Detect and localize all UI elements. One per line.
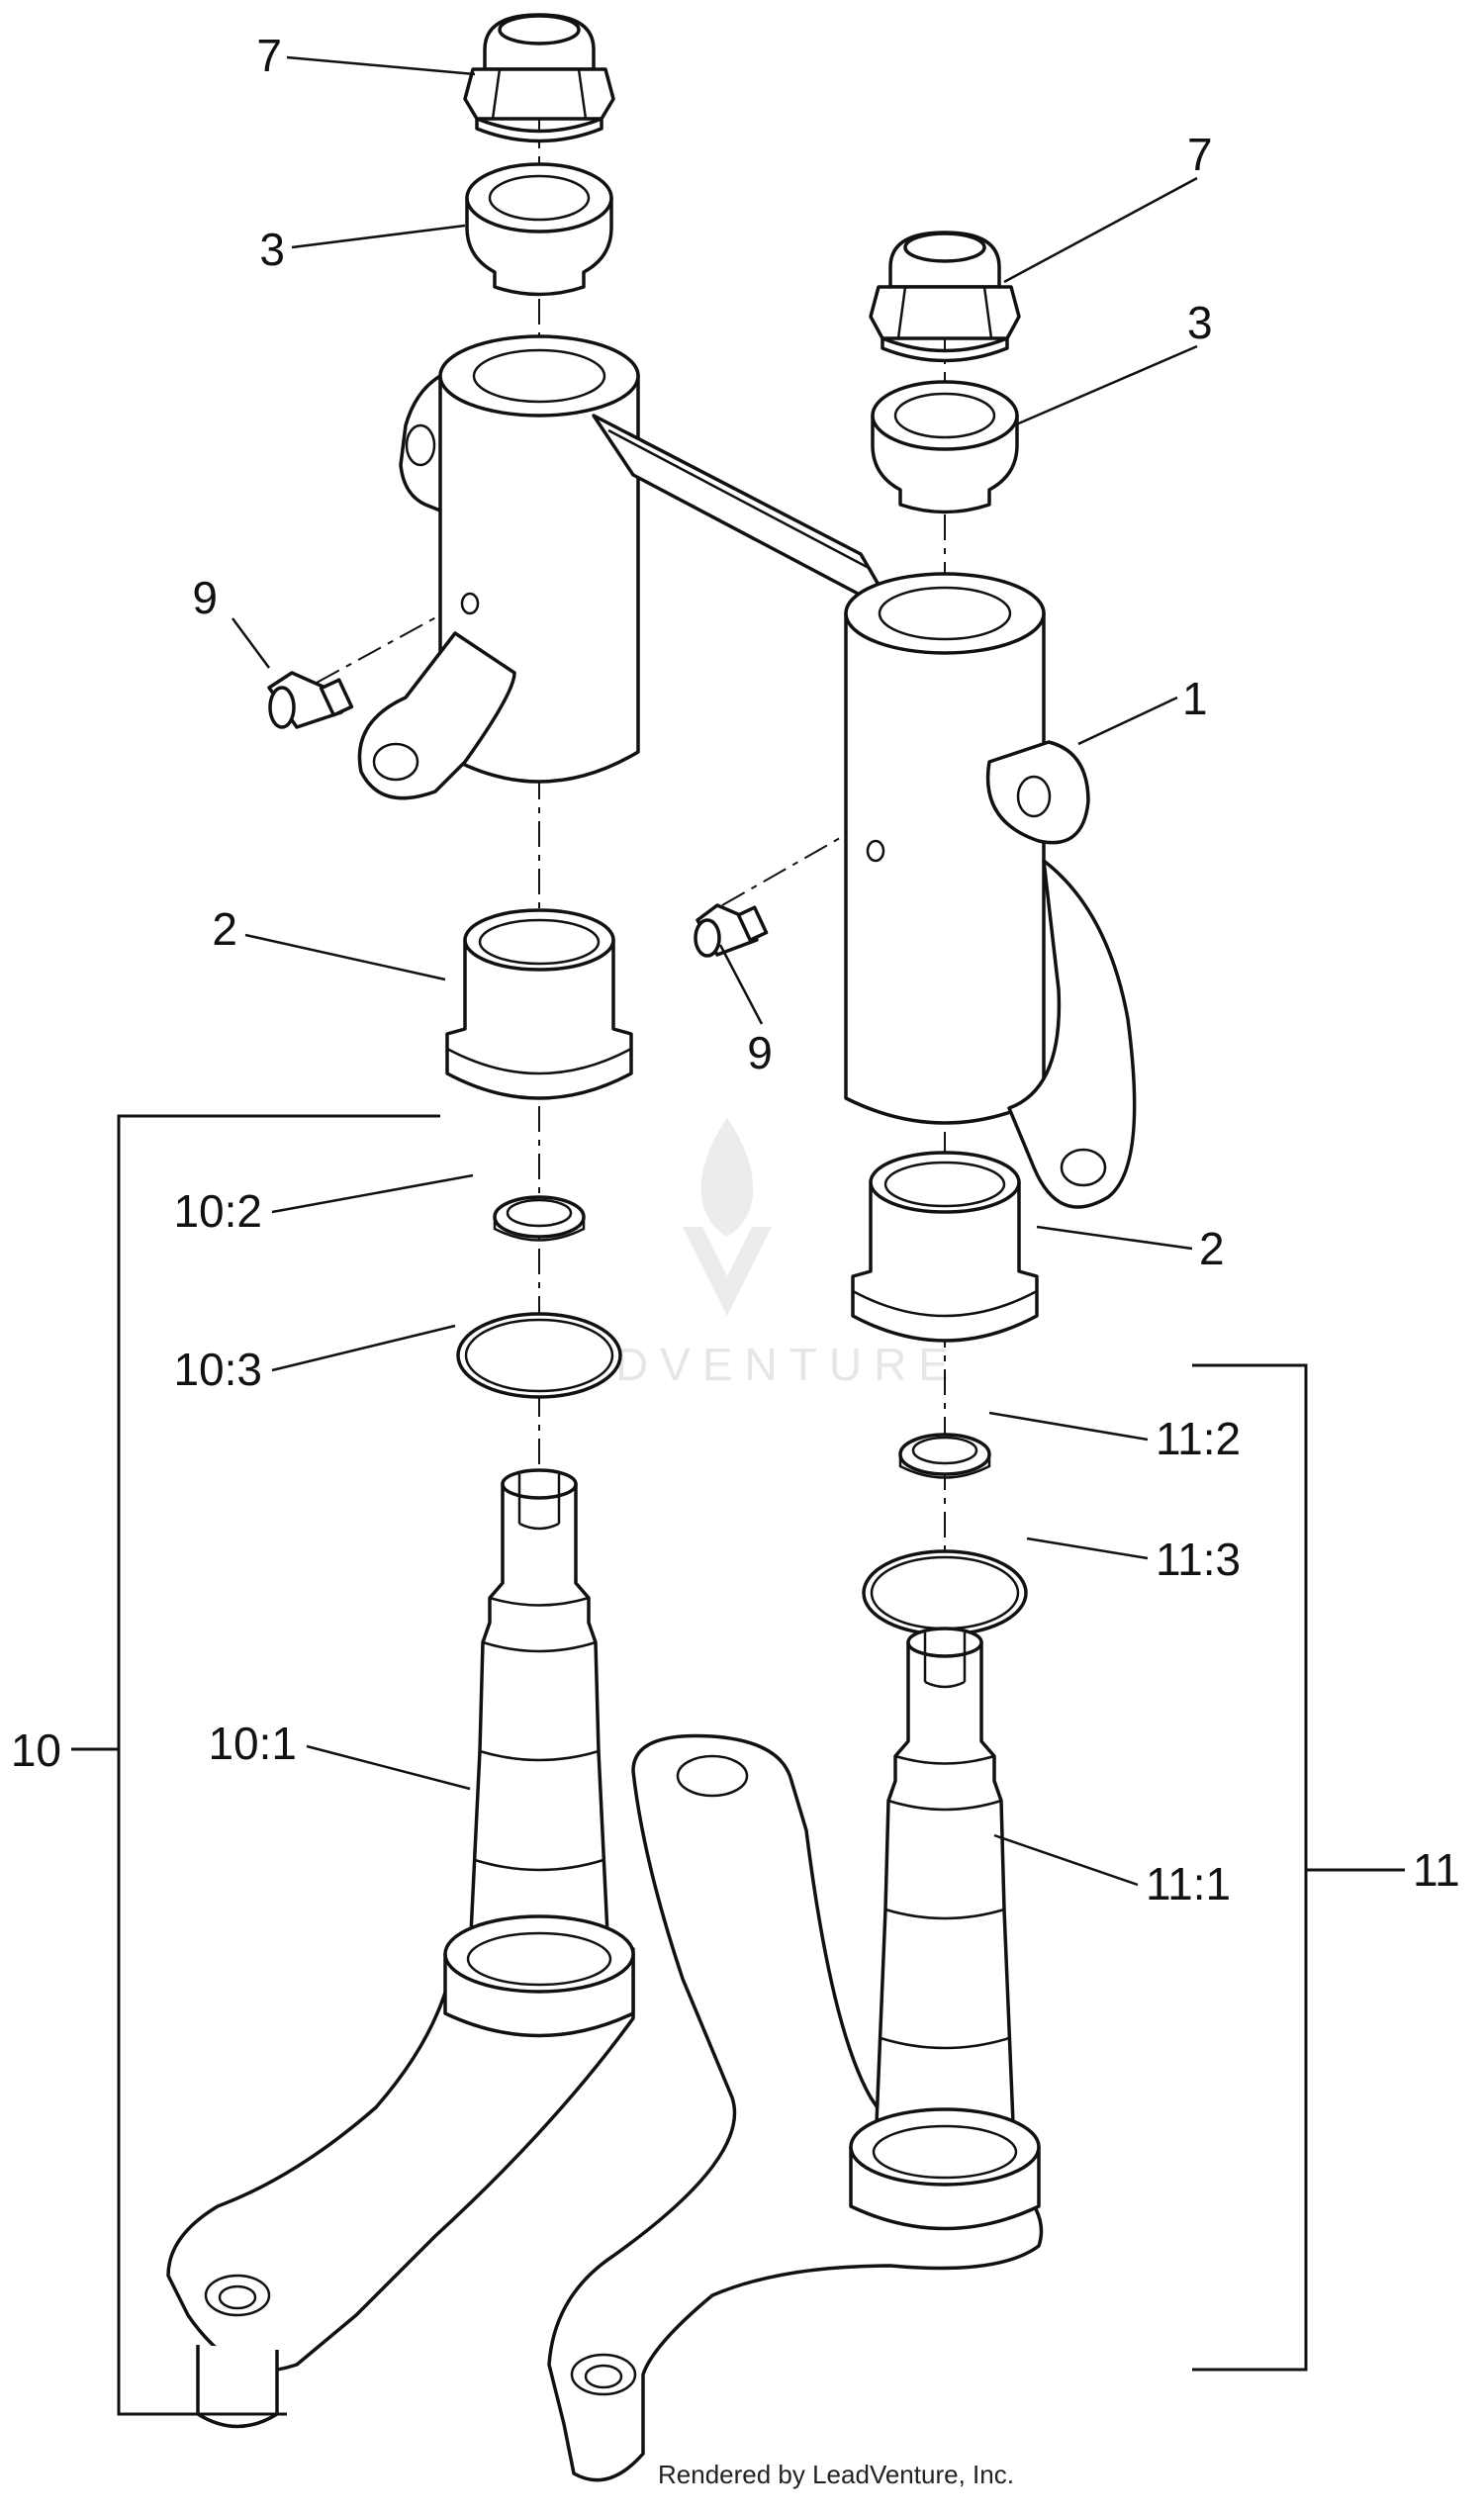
part-7-left-lock-nut [463,13,615,143]
callout-2-left: 2 [212,903,237,955]
callout-11: 11 [1413,1844,1460,1896]
callout-1: 1 [1182,673,1208,724]
callout-11-2: 11:2 [1156,1413,1241,1464]
render-credit: Rendered by LeadVenture, Inc. [658,2460,1014,2489]
callout-7-right: 7 [1187,129,1213,180]
part-11-2-seal [898,1433,991,1479]
callout-3-right: 3 [1187,297,1213,348]
callout-11-1: 11:1 [1146,1858,1231,1910]
callout-2-right: 2 [1199,1223,1225,1274]
part-9-left-grease-fitting [267,671,354,729]
part-2-right-bushing [851,1151,1039,1343]
callout-10-2: 10:2 [173,1185,262,1237]
part-10-1-spindle [166,1468,635,2429]
part-2-left-bushing [445,908,633,1100]
callout-10: 10 [11,1724,61,1776]
callout-9-right: 9 [747,1027,773,1078]
callout-10-3: 10:3 [173,1344,262,1395]
centerline-fitting-left [316,601,466,684]
callout-10-1: 10:1 [208,1718,297,1769]
leader-lines [231,55,1198,1887]
callout-7-left: 7 [256,30,282,81]
callout-11-3: 11:3 [1156,1534,1241,1585]
callout-9-left: 9 [192,572,218,623]
part-7-right-lock-nut [869,231,1021,363]
bracket-11 [1192,1363,1308,2372]
part-11-3-o-ring [862,1549,1028,1636]
callout-labels: 7 3 7 3 1 9 9 2 2 10:2 10:3 10:1 10 11:2… [11,30,1460,1910]
part-10-2-seal [493,1195,586,1242]
bracket-10 [117,1114,440,2416]
part-3-left-flange-bushing [465,162,613,297]
part-10-3-o-ring [456,1312,622,1399]
part-3-right-flange-bushing [871,380,1019,514]
watermark-flame-logo [683,1118,772,1316]
part-1-spindle-housing [357,334,1137,1209]
centerline-fitting-right [721,825,862,906]
part-11-1-spindle [547,1627,1044,2482]
callout-3-left: 3 [259,224,285,275]
part-9-right-grease-fitting [694,903,769,958]
